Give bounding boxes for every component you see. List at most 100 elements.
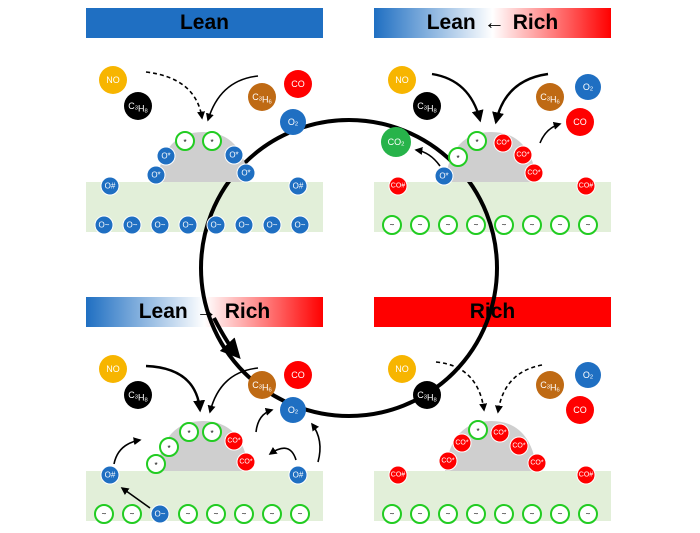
co-adsorbed: CO* [490, 423, 510, 443]
o-support-site: O# [288, 176, 308, 196]
co2-molecule-label: CO2 [388, 137, 405, 148]
lattice-vacancy: ~ [550, 504, 570, 524]
lattice-vacancy: ~ [522, 215, 542, 235]
lattice-vacancy: ~ [234, 504, 254, 524]
lattice-vacancy: ~ [466, 215, 486, 235]
o-adsorbed-label: O* [161, 152, 170, 161]
co-molecule-label: CO [573, 117, 587, 127]
co-support-site: CO# [576, 465, 596, 485]
lattice-vacancy-label: ~ [242, 510, 247, 519]
support-slab [86, 182, 323, 232]
co-molecule: CO [284, 361, 312, 389]
co-adsorbed: CO* [513, 145, 533, 165]
co-molecule: CO [566, 108, 594, 136]
o2-molecule: O2 [280, 397, 306, 423]
lattice-vacancy: ~ [206, 504, 226, 524]
lattice-o-site: O~ [206, 215, 226, 235]
c3h6-molecule-label: C3H6 [252, 380, 272, 393]
o-support-site: O# [100, 176, 120, 196]
lattice-vacancy: ~ [94, 504, 114, 524]
lattice-vacancy-label: ~ [418, 510, 423, 519]
c3h8-molecule-label: C3H8 [417, 101, 437, 114]
lattice-o-site: O~ [262, 215, 282, 235]
o-support-site: O# [288, 465, 308, 485]
co-molecule: CO [566, 396, 594, 424]
dashed-arrow [145, 71, 206, 120]
no-molecule-label: NO [106, 364, 120, 374]
co-support-site: CO# [388, 176, 408, 196]
o-adsorbed: O* [156, 146, 176, 166]
co-support-site-label: CO# [391, 472, 406, 479]
vacant-site-label: * [210, 138, 213, 147]
cycle-direction-arrow [212, 317, 241, 359]
lattice-vacancy-label: ~ [502, 510, 507, 519]
vacant-site: * [146, 454, 166, 474]
dashed-arrow [494, 364, 543, 414]
lattice-vacancy-label: ~ [418, 221, 423, 230]
o-support-site-label: O# [293, 471, 304, 480]
co-adsorbed: CO* [236, 452, 256, 472]
c3h8-molecule: C3H8 [124, 381, 152, 409]
vacant-site: * [179, 422, 199, 442]
o-adsorbed: O* [434, 166, 454, 186]
banner-lean-word: Lean [138, 300, 188, 323]
vacant-site-label: * [210, 429, 213, 438]
o2-molecule: O2 [575, 74, 601, 100]
o2-molecule-label: O2 [288, 117, 298, 128]
c3h8-molecule: C3H8 [124, 92, 152, 120]
co-molecule-label: CO [291, 370, 305, 380]
vacant-site: * [468, 420, 488, 440]
vacant-site-label: * [476, 427, 479, 436]
vacant-site-label: * [475, 138, 478, 147]
o2-molecule-label: O2 [288, 405, 298, 416]
o-support-site-label: O# [105, 182, 116, 191]
o-adsorbed: O* [146, 165, 166, 185]
lattice-vacancy: ~ [382, 215, 402, 235]
vacant-site: * [159, 437, 179, 457]
lattice-o-site-label: O~ [211, 221, 222, 230]
no-molecule: NO [388, 66, 416, 94]
co-adsorbed: CO* [524, 163, 544, 183]
lattice-vacancy-label: ~ [446, 510, 451, 519]
adsorption-arrow [145, 364, 206, 413]
lattice-vacancy-label: ~ [130, 510, 135, 519]
co-support-site: CO# [576, 176, 596, 196]
lattice-vacancy: ~ [262, 504, 282, 524]
lattice-o-site: O~ [290, 215, 310, 235]
o-adsorbed: O* [224, 145, 244, 165]
lattice-vacancy: ~ [578, 504, 598, 524]
o-adsorbed-label: O* [241, 169, 250, 178]
lattice-vacancy: ~ [494, 504, 514, 524]
lattice-vacancy-label: ~ [270, 510, 275, 519]
vacant-site-label: * [456, 154, 459, 163]
lattice-vacancy-label: ~ [474, 510, 479, 519]
co2-molecule: CO2 [381, 127, 411, 157]
o-support-site: O# [100, 465, 120, 485]
vacant-site: * [202, 131, 222, 151]
o2-molecule: O2 [280, 109, 306, 135]
lattice-o-site-label: O~ [239, 221, 250, 230]
co-adsorbed-label: CO* [239, 459, 253, 466]
lattice-o-site: O~ [150, 504, 170, 524]
c3h6-molecule-label: C3H6 [540, 92, 560, 105]
lattice-vacancy-label: ~ [586, 510, 591, 519]
adsorption-arrow [431, 72, 484, 123]
co-adsorbed-label: CO* [512, 443, 526, 450]
lattice-vacancy-label: ~ [214, 510, 219, 519]
cycle-ring [199, 118, 499, 418]
metal-particle [445, 421, 537, 471]
adsorption-arrow [206, 75, 259, 122]
o-adsorbed-label: O* [229, 151, 238, 160]
lattice-vacancy-label: ~ [558, 510, 563, 519]
support-slab [86, 471, 323, 521]
c3h6-molecule-label: C3H6 [540, 380, 560, 393]
adsorption-arrow [207, 367, 259, 414]
lattice-o-site-label: O~ [127, 221, 138, 230]
lattice-vacancy: ~ [522, 504, 542, 524]
banner-rich-word: Rich [512, 11, 559, 34]
o-adsorbed: O* [236, 163, 256, 183]
banner-lean-text: Lean [179, 11, 229, 34]
lattice-o-site-label: O~ [295, 221, 306, 230]
banner-lean-word: Lean [426, 11, 476, 34]
